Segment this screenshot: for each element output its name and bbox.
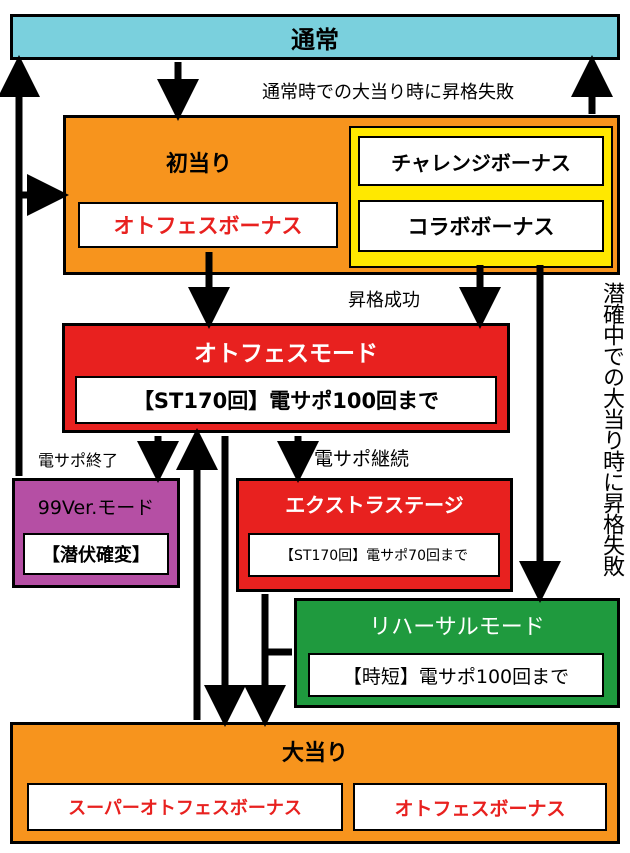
- node-first-hit-title: 初当り: [166, 152, 233, 177]
- node-first-hit: 初当り オトフェスボーナス チャレンジボーナス コラボボーナス: [63, 115, 620, 275]
- node-otofes-mode: オトフェスモード 【ST170回】電サポ100回まで: [62, 323, 510, 433]
- first-hit-otofes-bonus-label: オトフェスボーナス: [113, 214, 303, 238]
- rehearsal-mode-spec-label: 【時短】電サポ100回まで: [342, 665, 570, 688]
- big-hit-otofes-bonus: オトフェスボーナス: [353, 783, 607, 831]
- otofes-mode-spec: 【ST170回】電サポ100回まで: [75, 376, 497, 424]
- extra-stage-spec: 【ST170回】電サポ70回まで: [248, 533, 500, 577]
- big-hit-otofes-bonus-label: オトフェスボーナス: [394, 797, 566, 820]
- challenge-bonus-label: チャレンジボーナス: [391, 150, 571, 175]
- ver99-mode-spec: 【潜伏確変】: [23, 533, 169, 575]
- node-ver99-mode: 99Ver.モード 【潜伏確変】: [12, 478, 180, 588]
- first-hit-otofes-bonus: オトフェスボーナス: [78, 202, 338, 248]
- rehearsal-mode-spec: 【時短】電サポ100回まで: [308, 653, 604, 697]
- node-normal: 通常: [10, 14, 620, 60]
- label-promote-fail-latent: 潜確中での大当り時に昇格失敗: [554, 282, 626, 582]
- ver99-mode-spec-label: 【潜伏確変】: [42, 545, 150, 566]
- label-promote-fail-normal: 通常時での大当り時に昇格失敗: [262, 82, 514, 103]
- node-normal-title: 通常: [291, 25, 339, 54]
- extra-stage-spec-label: 【ST170回】電サポ70回まで: [280, 548, 468, 564]
- label-promote-success: 昇格成功: [348, 290, 420, 311]
- node-extra-stage-title: エクストラステージ: [285, 493, 464, 517]
- label-promote-fail-latent-text: 潜確中での大当り時に昇格失敗: [599, 282, 624, 576]
- node-rehearsal-mode: リハーサルモード 【時短】電サポ100回まで: [294, 598, 620, 708]
- collab-bonus-group: チャレンジボーナス コラボボーナス: [349, 126, 613, 268]
- otofes-mode-spec-label: 【ST170回】電サポ100回まで: [132, 389, 440, 413]
- node-ver99-mode-title: 99Ver.モード: [37, 497, 155, 519]
- collab-bonus-label: コラボボーナス: [407, 215, 555, 239]
- big-hit-super-otofes-bonus-label: スーパーオトフェスボーナス: [68, 798, 302, 819]
- node-big-hit: 大当り スーパーオトフェスボーナス オトフェスボーナス: [10, 722, 620, 844]
- node-otofes-mode-title: オトフェスモード: [194, 341, 378, 367]
- label-densapo-end: 電サポ終了: [38, 451, 119, 470]
- node-extra-stage: エクストラステージ 【ST170回】電サポ70回まで: [236, 478, 513, 592]
- big-hit-super-otofes-bonus: スーパーオトフェスボーナス: [27, 783, 343, 831]
- collab-bonus: コラボボーナス: [358, 200, 604, 252]
- challenge-bonus: チャレンジボーナス: [358, 136, 604, 186]
- label-densapo-continue: 電サポ継続: [314, 448, 410, 470]
- node-rehearsal-mode-title: リハーサルモード: [369, 615, 545, 640]
- node-big-hit-title: 大当り: [281, 741, 348, 766]
